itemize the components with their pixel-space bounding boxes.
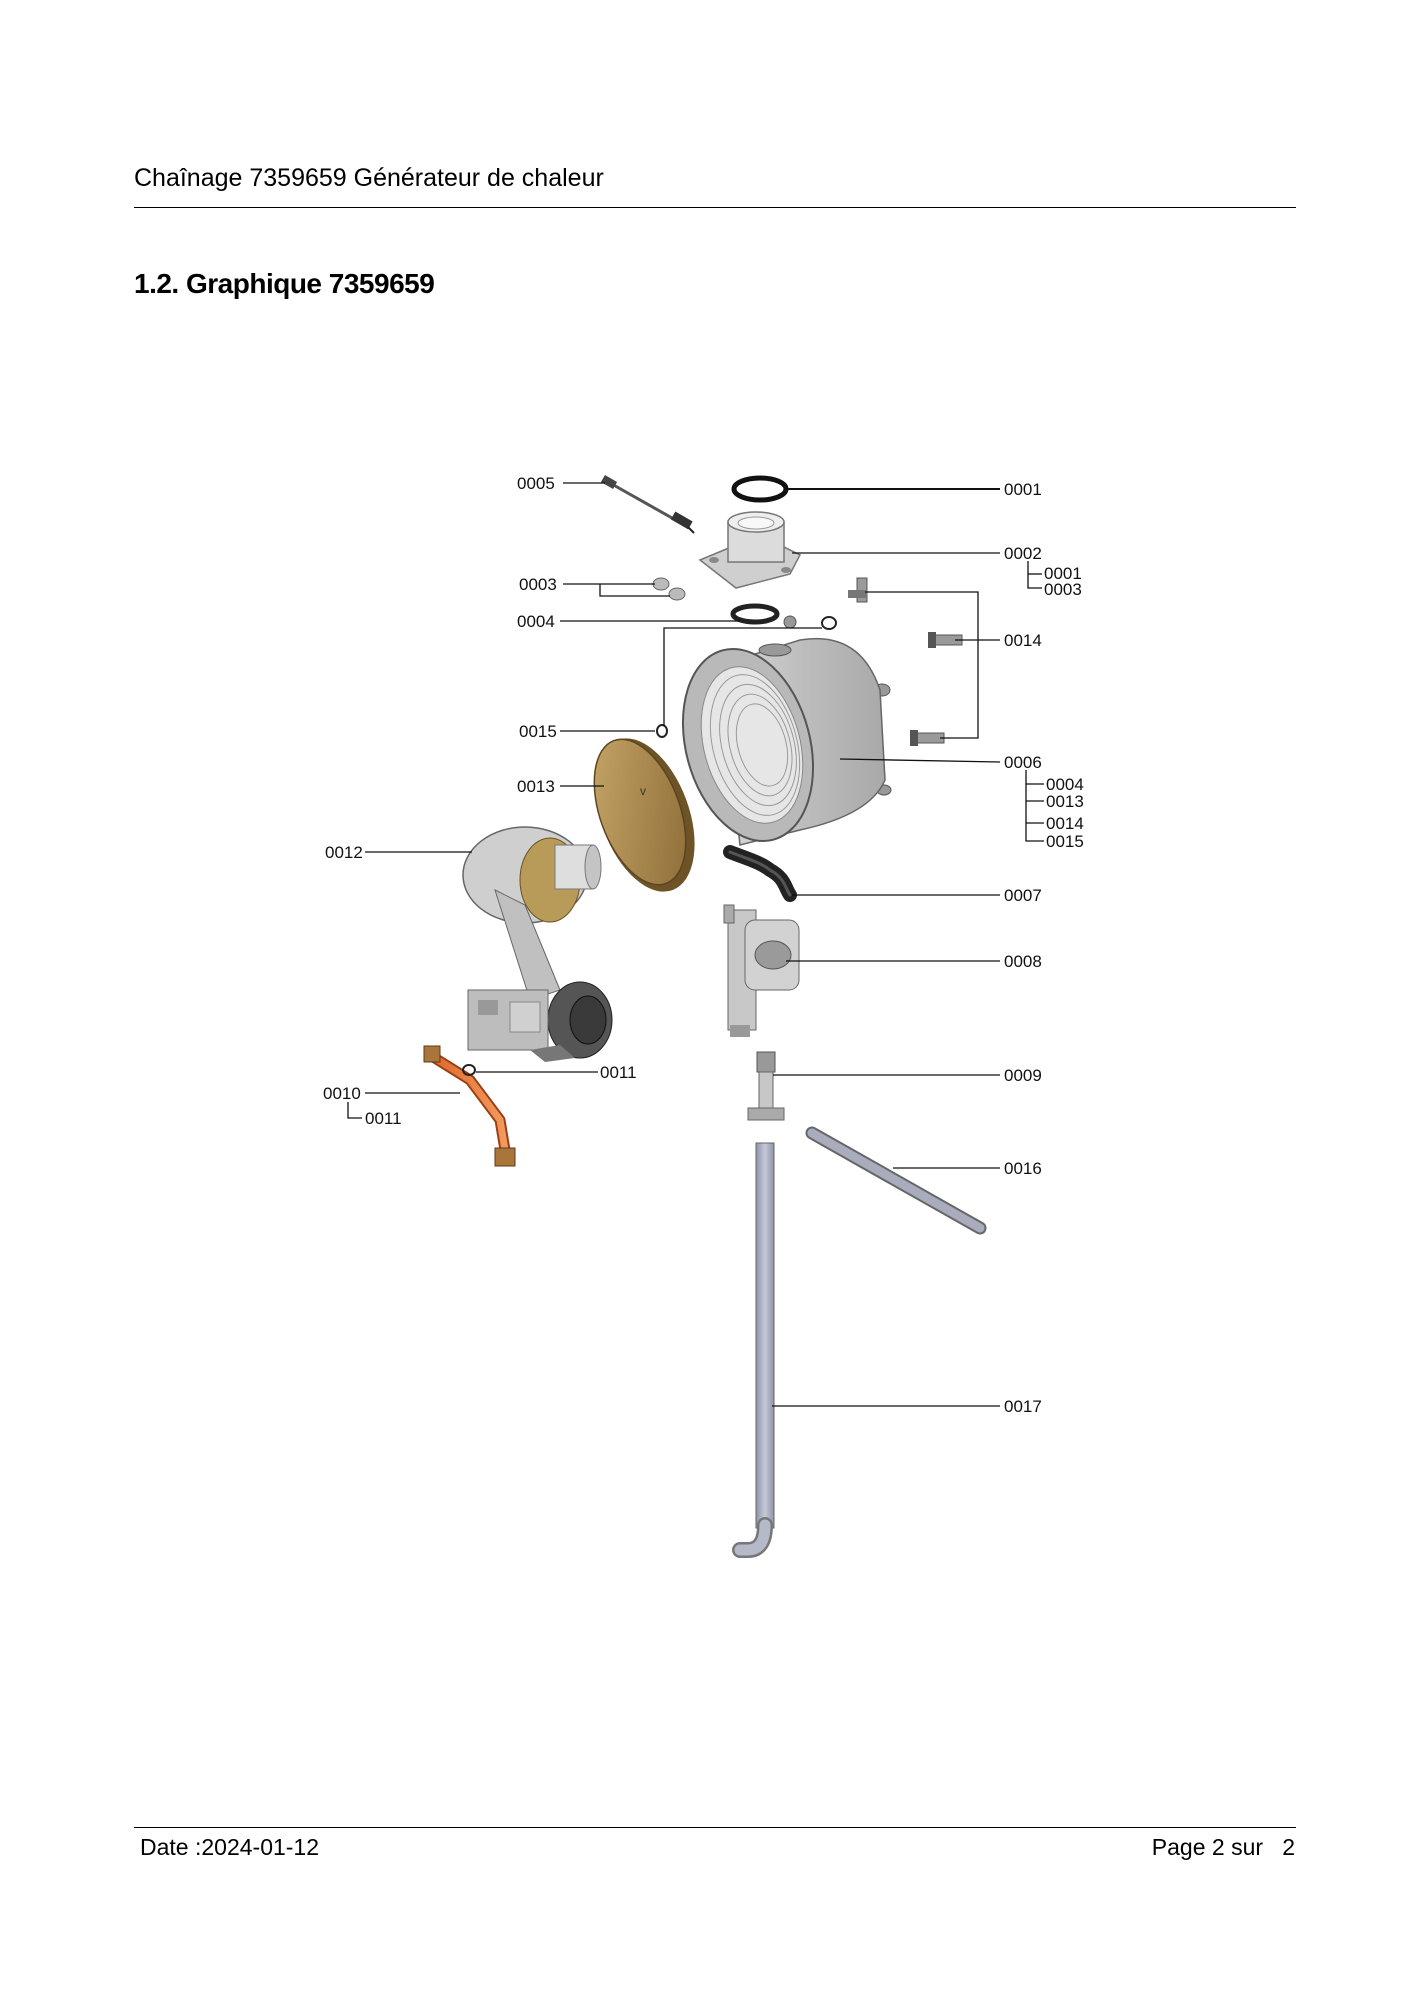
- callout-0009: 0009: [1004, 1066, 1042, 1085]
- section-title: 1.2. Graphique 7359659: [134, 268, 435, 299]
- callout-0002: 0002: [1004, 544, 1042, 563]
- callout-0006: 0006: [1004, 753, 1042, 772]
- callout-0005: 0005: [517, 474, 555, 493]
- part-0017-pipe: [732, 1142, 775, 1558]
- callout-0002-sub-0003: 0003: [1044, 580, 1082, 599]
- callout-0013: 0013: [517, 777, 555, 796]
- part-0004-gasket: [730, 603, 780, 625]
- callout-0017: 0017: [1004, 1397, 1042, 1416]
- part-0012-burner-fan: [462, 826, 613, 1062]
- part-0003-screws: [652, 577, 686, 601]
- callout-0006-sub-0004: 0004: [1046, 775, 1084, 794]
- callout-0016: 0016: [1004, 1159, 1042, 1178]
- footer-page-number: Page 2 sur 2: [1152, 1834, 1295, 1861]
- callout-0012: 0012: [325, 843, 363, 862]
- callout-0015: 0015: [519, 722, 557, 741]
- footer-date: Date :2024-01-12: [140, 1834, 320, 1860]
- callout-0006-sub-0015: 0015: [1046, 832, 1084, 851]
- page-header-title: Chaînage 7359659 Générateur de chaleur: [134, 164, 604, 192]
- callout-0007: 0007: [1004, 886, 1042, 905]
- callout-0006-sub-0013: 0013: [1046, 792, 1084, 811]
- callout-0010: 0010: [323, 1084, 361, 1103]
- part-0009-t-fitting: [747, 1051, 785, 1121]
- part-0010-gas-pipe: [423, 1045, 516, 1167]
- part-0007-hose: [723, 845, 797, 902]
- part-0008-siphon: [723, 904, 800, 1037]
- callout-0001: 0001: [1004, 480, 1042, 499]
- callout-0010-sub-0011: 0011: [365, 1109, 402, 1128]
- callout-labels: 0005 0001 0002 0001 0003 0003 0004 0014 …: [323, 474, 1084, 1416]
- part-0011-oring: [462, 1064, 476, 1076]
- footer-divider: [134, 1827, 1296, 1828]
- footer-page-prefix: Page 2 sur: [1151, 1834, 1264, 1860]
- callout-0004: 0004: [517, 612, 555, 631]
- callout-0008: 0008: [1004, 952, 1042, 971]
- part-0002-flue-adapter: [698, 511, 802, 589]
- part-0005-sensor: [600, 475, 695, 534]
- callout-0011: 0011: [600, 1063, 637, 1082]
- leader-lines: [347, 482, 1044, 1407]
- callout-0002-sub-0001: 0001: [1044, 564, 1082, 583]
- callout-0003: 0003: [519, 575, 557, 594]
- svg-text:v: v: [640, 784, 646, 798]
- part-0001-oring: [731, 475, 789, 503]
- small-oring: [821, 616, 837, 630]
- part-0015-oring: [656, 724, 668, 738]
- callout-0014: 0014: [1004, 631, 1042, 650]
- part-0006-heat-exchanger: [681, 637, 886, 846]
- footer-page-total: 2: [1282, 1834, 1295, 1860]
- part-0013-insulation-disk: v: [593, 738, 695, 892]
- callout-0006-sub-0014: 0014: [1046, 814, 1084, 833]
- part-0016-pipe: [805, 1126, 987, 1235]
- header-divider: [134, 207, 1296, 208]
